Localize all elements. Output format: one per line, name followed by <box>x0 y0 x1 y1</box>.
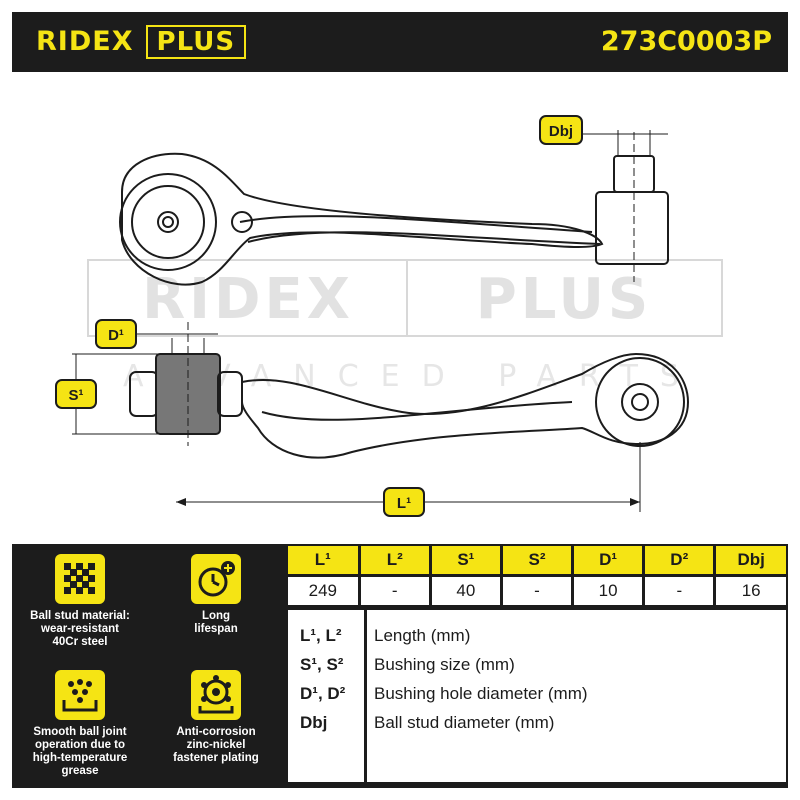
dim-label-d1-text: D¹ <box>108 327 124 344</box>
spec-header-s1: S¹ <box>430 546 503 576</box>
top-bushing-outer <box>119 173 217 271</box>
spec-header-l2: L² <box>359 546 432 576</box>
spec-header-s2: S² <box>501 546 575 576</box>
dim-label-l1: L¹ <box>383 487 425 517</box>
top-bushing-hole-inner <box>162 216 174 228</box>
spec-header-d1: D¹ <box>572 546 646 576</box>
arm-side-view <box>72 322 690 512</box>
spec-value-s2: - <box>501 574 575 605</box>
spec-value-l2: - <box>359 574 432 605</box>
spec-table-value-row: 249 - 40 - 10 - 16 <box>288 574 786 605</box>
dim-label-dbj-text: Dbj <box>549 123 573 140</box>
side-ball-joint-hole <box>631 393 649 411</box>
arm-top-ridge-lower <box>247 231 601 245</box>
header-bar: RIDEX PLUS 273C0003P <box>12 12 788 72</box>
legend-desc-ball-stud: Ball stud diameter (mm) <box>374 713 555 732</box>
brand-logo: RIDEX PLUS <box>28 25 247 59</box>
spec-header-l1: L¹ <box>288 546 361 576</box>
ball-joint-housing <box>595 191 669 265</box>
legend-desc-bushing-size: Bushing size (mm) <box>374 655 515 674</box>
brand-name-plus: PLUS <box>145 25 247 59</box>
spec-value-dbj: 16 <box>714 574 786 605</box>
spec-table-header-row: L¹ L² S¹ S² D¹ D² Dbj <box>288 546 786 576</box>
dim-label-l1-text: L¹ <box>397 495 411 512</box>
spec-header-dbj: Dbj <box>714 546 786 576</box>
legend-key-bushing-size: S¹, S² <box>300 655 344 674</box>
long-lifespan-clock-icon <box>191 554 241 604</box>
dim-label-d1: D¹ <box>95 319 137 349</box>
spec-legend: L¹, L² Length (mm) S¹, S² Bushing size (… <box>288 610 786 782</box>
spec-value-s1: 40 <box>430 574 503 605</box>
legend-key-ball-stud: Dbj <box>300 713 328 732</box>
legend-key-column <box>288 610 367 782</box>
spec-section: L¹ L² S¹ S² D¹ D² Dbj 249 - 40 - 10 - 16 <box>288 544 788 788</box>
watermark-text-main: RIDEX <box>142 267 354 332</box>
spec-header-d2: D² <box>643 546 717 576</box>
watermark-text-plus: PLUS <box>476 267 653 332</box>
arm-top-outline <box>121 152 604 286</box>
anti-corrosion-plating-icon <box>191 670 241 720</box>
arm-top-view <box>119 130 669 286</box>
arm-side-ridge <box>261 401 573 421</box>
ball-stud-material-icon <box>55 554 105 604</box>
brand-name-ridex: RIDEX <box>36 26 134 57</box>
side-ball-joint-inner <box>621 383 659 421</box>
dim-label-s1-text: S¹ <box>69 387 84 404</box>
control-arm-drawing: RIDEX PLUS ADVANCED PARTS <box>55 115 723 517</box>
spec-value-d1: 10 <box>572 574 646 605</box>
legend-key-hole-diameter: D¹, D² <box>300 684 346 703</box>
part-code: 273C0003P <box>600 26 772 57</box>
technical-drawing: RIDEX PLUS ADVANCED PARTS <box>12 72 788 542</box>
watermark-frame <box>87 259 723 337</box>
spec-table: L¹ L² S¹ S² D¹ D² Dbj 249 - 40 - 10 - 16 <box>288 546 786 605</box>
legend-desc-length: Length (mm) <box>374 626 471 645</box>
product-sheet: RIDEX PLUS 273C0003P RIDEX PLUS ADVANCED… <box>12 12 788 788</box>
l1-arrow-right <box>630 498 640 506</box>
dim-label-s1: S¹ <box>55 379 97 409</box>
top-bushing-hole <box>157 211 179 233</box>
legend-desc-hole-diameter: Bushing hole diameter (mm) <box>374 684 588 703</box>
dim-label-dbj: Dbj <box>539 115 583 145</box>
arm-top-ridge <box>239 215 593 233</box>
smooth-ball-joint-icon <box>55 670 105 720</box>
top-arm-hole <box>231 211 253 233</box>
top-bushing-mid <box>131 185 205 259</box>
l1-arrow-left <box>176 498 186 506</box>
spec-value-d2: - <box>643 574 717 605</box>
legend-key-length: L¹, L² <box>300 626 342 645</box>
spec-value-l1: 249 <box>288 574 361 605</box>
